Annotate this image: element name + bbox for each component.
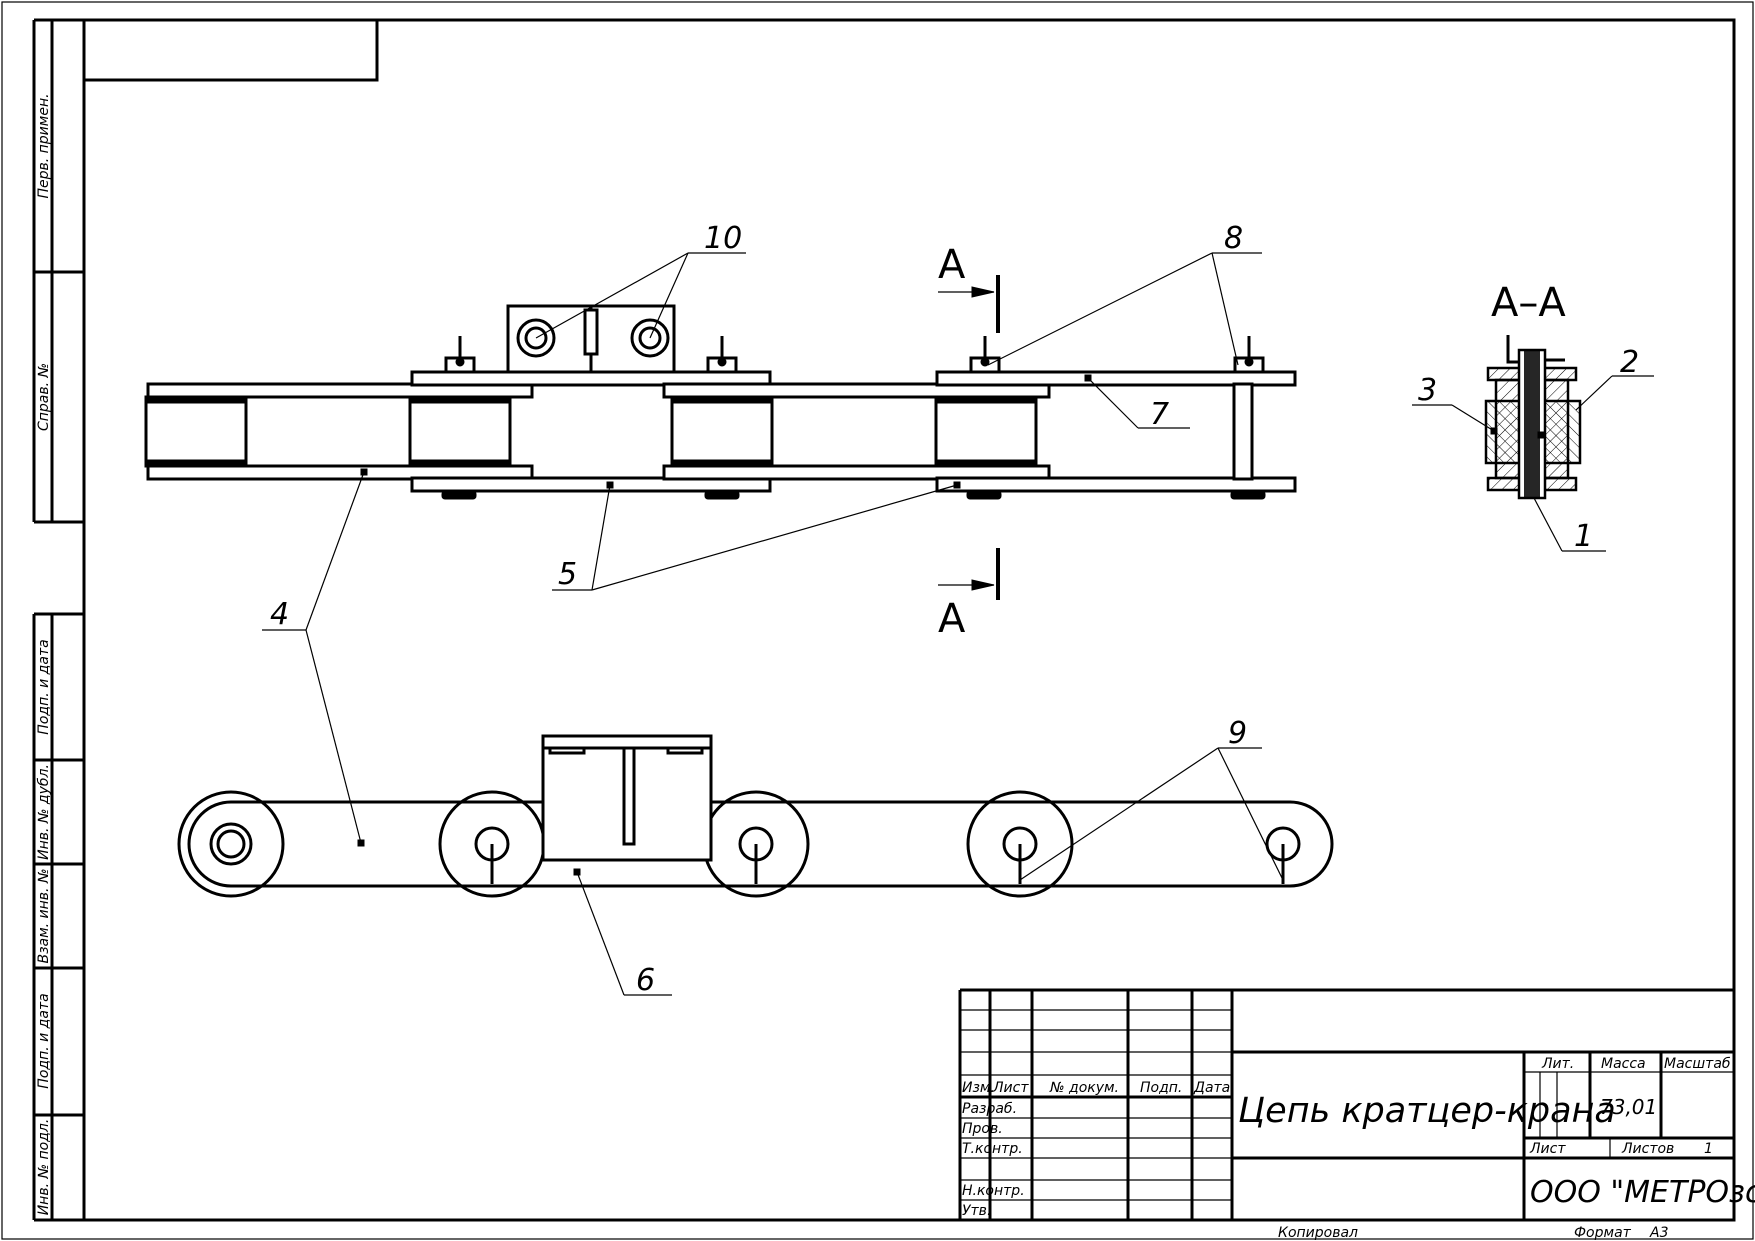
roller-4	[934, 395, 1038, 468]
drawing-title: Цепь кратцер-крана	[1238, 1091, 1616, 1131]
side-label-inv-no-dubl: Инв. № дубл.	[36, 764, 52, 860]
tb-header-data: Дата	[1193, 1080, 1230, 1096]
plate-upper-7	[935, 370, 1297, 387]
footer-format-label: Формат	[1574, 1225, 1632, 1241]
callout-8: 8	[1224, 221, 1243, 256]
tb-organization: ООО "МЕТРОзск"	[1530, 1175, 1755, 1210]
tb-listov-value: 1	[1704, 1141, 1713, 1157]
sheet-footer: Копировал Формат А3	[1278, 1225, 1668, 1241]
tb-row-tkontr: Т.контр.	[962, 1141, 1023, 1157]
chain-top-view	[144, 304, 1297, 500]
top-left-stamp-box	[82, 18, 379, 82]
pin-head-2	[704, 490, 740, 500]
tb-row-razrab: Разраб.	[962, 1101, 1017, 1117]
cotter-pin-top-3	[969, 336, 1001, 374]
cotter-pin-top-2	[706, 336, 738, 374]
side-label-inv-no-podl: Инв. № подл.	[36, 1119, 52, 1216]
tb-listov-label: Листов	[1621, 1141, 1674, 1157]
side-label-podp-data-1: Подп. и дата	[36, 639, 52, 734]
section-label-top: А	[938, 242, 966, 288]
pin-head-1	[441, 490, 477, 500]
roller-1	[144, 395, 248, 468]
side-label-podp-data-2: Подп. и дата	[36, 993, 52, 1088]
roller-front-3	[702, 790, 810, 898]
callout-9: 9	[1228, 716, 1247, 751]
tb-header-podp: Подп.	[1140, 1080, 1182, 1096]
callout-2: 2	[1620, 345, 1639, 380]
roller-front-4	[966, 790, 1074, 898]
end-bushing	[1232, 382, 1254, 481]
tb-massa-value: 73,01	[1600, 1095, 1657, 1119]
roller-front-2	[438, 790, 546, 898]
tb-header-doc: № докум.	[1049, 1080, 1119, 1096]
bucket-attachment-front	[541, 734, 713, 862]
side-label-sprav-no: Справ. №	[36, 363, 52, 431]
footer-format-value: А3	[1649, 1225, 1668, 1241]
outer-plate-lower	[146, 464, 534, 481]
bucket-attachment-top	[506, 304, 676, 374]
pin-head-3	[966, 490, 1002, 500]
outer-plate-upper-2	[662, 382, 1051, 399]
callout-7: 7	[1150, 397, 1169, 432]
inner-plate-lower-1	[410, 476, 772, 493]
side-label-vzam-inv-no: Взам. инв. №	[36, 868, 52, 963]
callout-4: 4	[270, 597, 289, 632]
chain-link-outline	[187, 800, 1334, 888]
plate-lower-7	[935, 476, 1297, 493]
callout-10: 10	[704, 221, 742, 256]
cotter-pin-top-1	[444, 336, 476, 374]
left-side-stamp: Перв. примен. Справ. № Подп. и дата Инв.…	[32, 18, 84, 1222]
section-view-title: А–А	[1491, 280, 1566, 326]
callout-1: 1	[1574, 519, 1593, 554]
section-label-bottom: А	[938, 596, 966, 642]
callout-6: 6	[636, 963, 655, 998]
tb-header-izm: Изм.	[962, 1080, 995, 1096]
tb-row-utv: Утв.	[962, 1203, 991, 1219]
section-marker-a: А А	[938, 242, 1000, 642]
tb-row-prov: Пров.	[962, 1121, 1003, 1137]
roller-3	[670, 395, 774, 468]
cotter-pin-top-4	[1233, 336, 1265, 374]
roller-2	[408, 395, 512, 468]
pin-head-4	[1230, 490, 1266, 500]
callouts: 10 8 7 5 4 6 9	[262, 221, 1654, 998]
callout-3: 3	[1418, 373, 1437, 408]
tb-list-label: Лист	[1529, 1141, 1566, 1157]
chain-front-view	[177, 734, 1334, 898]
roller-front-5	[1265, 826, 1301, 884]
tb-header-list: Лист	[992, 1080, 1029, 1096]
footer-kopiroval: Копировал	[1278, 1225, 1358, 1241]
tb-massa-label: Масса	[1601, 1056, 1646, 1072]
title-block: Изм. Лист № докум. Подп. Дата Разраб. Пр…	[958, 988, 1755, 1220]
callout-5: 5	[558, 557, 577, 592]
section-view-a-a: А–А	[1484, 280, 1582, 500]
side-label-perv-primen: Перв. примен.	[36, 93, 52, 198]
tb-lit-label: Лит.	[1541, 1056, 1574, 1072]
roller-front-1	[177, 790, 285, 898]
tb-masshtab-label: Масштаб	[1664, 1056, 1731, 1072]
outer-plate-lower-2	[662, 464, 1051, 481]
tb-row-nkontr: Н.контр.	[962, 1183, 1025, 1199]
outer-plate-upper	[146, 382, 534, 399]
